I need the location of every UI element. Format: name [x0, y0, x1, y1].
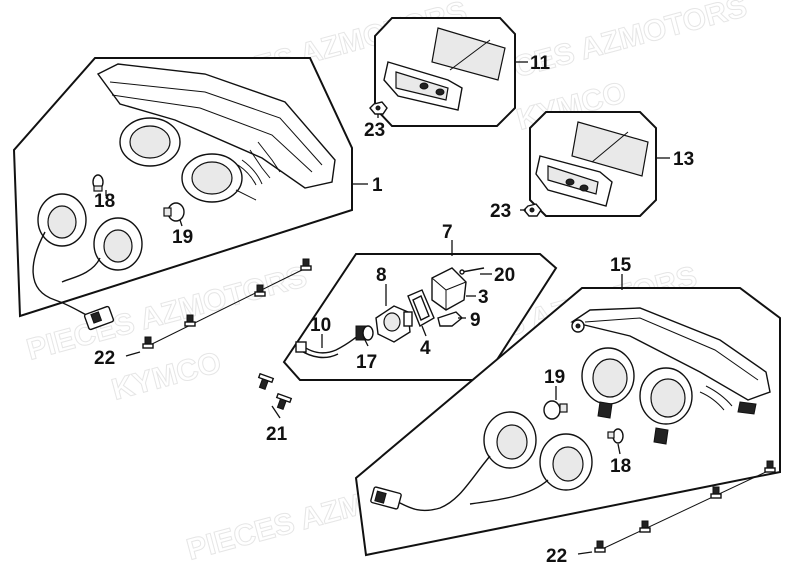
panel-marker-lamp-13: [529, 111, 657, 217]
panel-headlight-right: [354, 287, 781, 557]
bulb-19-right: [543, 400, 568, 420]
socket-harness-left: [32, 193, 143, 331]
callout-4: 4: [420, 338, 431, 359]
callout-23-top: 23: [364, 120, 385, 141]
marker-lamp-11: [383, 27, 506, 111]
socket-harness-right: [370, 411, 593, 512]
cap-3: [431, 267, 467, 311]
callout-19-right: 19: [544, 367, 565, 388]
socket-holder-8: [375, 305, 413, 343]
callout-13: 13: [673, 149, 694, 170]
callout-22-left: 22: [94, 348, 115, 369]
callout-10: 10: [310, 315, 331, 336]
wire-socket-10-17: [295, 325, 374, 359]
panel-socket-parts-7: [282, 253, 558, 381]
gasket-4: [407, 289, 435, 328]
callout-19-left: 19: [172, 227, 193, 248]
callout-17: 17: [356, 352, 377, 373]
callouts: 1 3 4 7 8 9 10 11 13 15 17 18 18 19 19 2…: [94, 53, 694, 567]
marker-lamp-13: [535, 121, 649, 207]
callout-7: 7: [442, 222, 453, 243]
callout-22-right: 22: [546, 546, 567, 567]
callout-9: 9: [470, 310, 481, 331]
screws-22-right: [594, 460, 776, 553]
pin-20: [459, 267, 485, 275]
bulb-19-left: [163, 202, 185, 222]
headlight-housing-left: [96, 63, 336, 203]
bulb-18-right: [607, 428, 624, 444]
callout-21: 21: [266, 424, 288, 445]
headlight-housing-right: [570, 307, 771, 445]
callout-20: 20: [494, 265, 515, 286]
clip-9: [437, 311, 464, 327]
screws-21: [257, 372, 293, 411]
leader-lines: [105, 61, 670, 555]
callout-23-right: 23: [490, 201, 511, 222]
callout-11: 11: [530, 53, 551, 74]
callout-1: 1: [372, 175, 383, 196]
screws-22-left: [142, 258, 312, 349]
panel-marker-lamp-11: [374, 17, 516, 127]
nut-23-top: [369, 101, 388, 115]
watermark-text: KYMCO: [108, 346, 224, 407]
callout-8: 8: [376, 265, 387, 286]
callout-3: 3: [478, 287, 489, 308]
bulb-18-left: [92, 174, 104, 192]
callout-15: 15: [610, 255, 632, 276]
callout-18-right: 18: [610, 456, 631, 477]
panel-headlight-left: [12, 57, 353, 331]
callout-18-left: 18: [94, 191, 115, 212]
